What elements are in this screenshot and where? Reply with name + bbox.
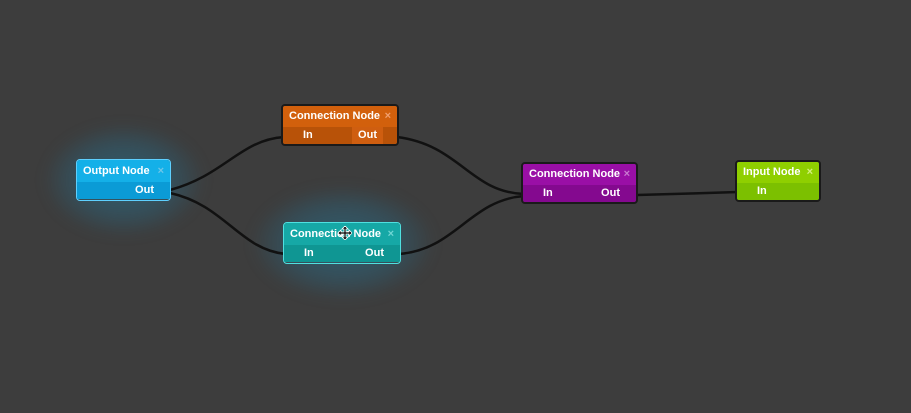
output-node-header[interactable]: Output Node × [77,160,170,182]
wire-orange-to-purple[interactable] [396,135,525,196]
close-icon[interactable]: × [623,168,630,180]
connection-node-purple-title: Connection Node [529,168,621,180]
connection-node-orange-out-port[interactable]: Out [352,127,383,144]
connection-node-orange-in-port[interactable]: In [303,129,313,141]
output-node[interactable]: Output Node × Out [76,159,171,201]
connection-node-orange-title: Connection Node [289,110,381,122]
connection-node-teal-header[interactable]: Connection Node × [284,223,400,245]
close-icon[interactable]: × [806,166,813,178]
connection-node-purple-ports: In Out [523,185,636,202]
close-icon[interactable]: × [384,110,391,122]
connection-node-purple[interactable]: Connection Node × In Out [521,162,638,204]
output-node-out-port[interactable]: Out [135,184,154,196]
wire-purple-to-input[interactable] [636,190,739,197]
connection-node-orange-ports: In Out [283,127,397,144]
connection-node-teal-out-port[interactable]: Out [365,247,384,259]
connection-node-purple-out-port[interactable]: Out [601,187,620,199]
connection-node-orange[interactable]: Connection Node × In Out [281,104,399,146]
input-node-header[interactable]: Input Node × [737,162,819,183]
connection-node-purple-header[interactable]: Connection Node × [523,164,636,185]
input-node-ports: In [737,183,819,200]
connection-node-teal-ports: In Out [284,245,400,262]
connection-node-orange-header[interactable]: Connection Node × [283,106,397,127]
input-node[interactable]: Input Node × In [735,160,821,202]
close-icon[interactable]: × [387,228,394,240]
connection-node-teal-title: Connection Node [290,228,382,240]
output-node-ports: Out [77,182,170,199]
close-icon[interactable]: × [157,165,164,177]
connection-node-purple-in-port[interactable]: In [543,187,553,199]
connection-node-teal[interactable]: Connection Node × In Out [283,222,401,264]
output-node-title: Output Node [83,165,150,177]
connection-node-teal-in-port[interactable]: In [304,247,314,259]
input-node-title: Input Node [743,166,801,178]
input-node-in-port[interactable]: In [757,185,767,197]
